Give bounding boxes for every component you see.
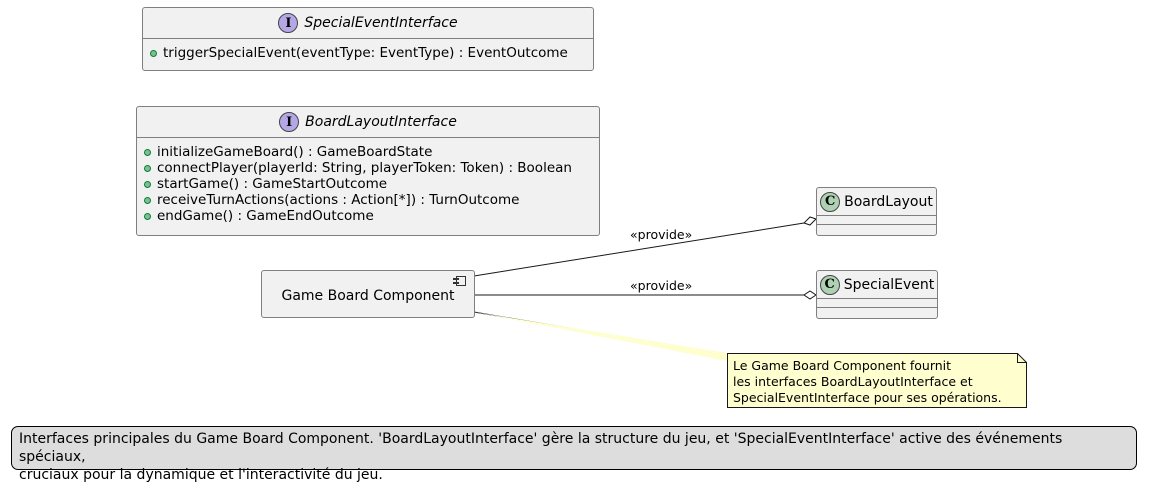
class-name: SpecialEvent <box>843 276 935 293</box>
method-text: receiveTurnActions(actions : Action[*]) … <box>157 192 520 208</box>
board-layout-class[interactable]: C BoardLayout <box>816 187 937 236</box>
caption-line: cruciaux pour la dynamique et l'interact… <box>19 467 383 483</box>
public-method-icon <box>150 49 157 57</box>
class-header: C BoardLayout <box>817 188 936 216</box>
public-method-icon <box>144 148 151 156</box>
method-row: connectPlayer(playerId: String, playerTo… <box>137 160 599 176</box>
note-shape <box>727 353 1027 408</box>
method-row: initializeGameBoard() : GameBoardState <box>137 144 599 160</box>
method-text: connectPlayer(playerId: String, playerTo… <box>157 160 572 176</box>
public-method-icon <box>144 164 151 172</box>
note-line: les interfaces BoardLayoutInterface et <box>733 374 973 389</box>
interface-icon: I <box>278 13 299 33</box>
component-icon <box>453 276 466 286</box>
method-row: startGame() : GameStartOutcome <box>137 176 599 192</box>
game-board-component[interactable]: Game Board Component <box>261 270 475 318</box>
interface-name: BoardLayoutInterface <box>305 114 457 130</box>
note-text: Le Game Board Component fournit les inte… <box>733 358 1002 406</box>
public-method-icon <box>144 196 151 204</box>
provide-edge-board-layout <box>473 222 805 277</box>
method-text: initializeGameBoard() : GameBoardState <box>157 144 433 160</box>
interface-header: I BoardLayoutInterface <box>137 107 599 138</box>
method-row: triggerSpecialEvent(eventType: EventType… <box>143 45 593 61</box>
note-line: Le Game Board Component fournit <box>733 358 952 373</box>
interface-name: SpecialEventInterface <box>304 15 458 31</box>
class-icon: C <box>819 274 840 295</box>
class-attributes <box>817 216 936 225</box>
public-method-icon <box>144 212 151 220</box>
diagram-caption: Interfaces principales du Game Board Com… <box>11 426 1137 483</box>
aggregation-diamond-special-event <box>803 290 817 300</box>
note-line: SpecialEventInterface pour ses opération… <box>733 390 1002 405</box>
class-header: C SpecialEvent <box>817 271 937 299</box>
class-attributes <box>817 299 937 308</box>
edge-label-board-layout: «provide» <box>630 227 693 242</box>
method-text: triggerSpecialEvent(eventType: EventType… <box>163 45 568 61</box>
special-event-interface[interactable]: I SpecialEventInterface triggerSpecialEv… <box>142 7 594 71</box>
edge-label-special-event: «provide» <box>630 278 693 293</box>
component-name: Game Board Component <box>281 288 455 304</box>
aggregation-diamond-board-layout <box>803 216 817 226</box>
method-text: endGame() : GameEndOutcome <box>157 208 374 224</box>
special-event-class[interactable]: C SpecialEvent <box>816 270 938 319</box>
method-row: receiveTurnActions(actions : Action[*]) … <box>137 192 599 208</box>
class-name: BoardLayout <box>844 193 933 210</box>
board-layout-interface[interactable]: I BoardLayoutInterface initializeGameBoa… <box>136 106 600 236</box>
public-method-icon <box>144 180 151 188</box>
method-text: startGame() : GameStartOutcome <box>157 176 388 192</box>
method-row: endGame() : GameEndOutcome <box>137 208 599 224</box>
interface-icon: I <box>279 112 300 132</box>
note[interactable]: Le Game Board Component fournit les inte… <box>727 353 1027 408</box>
class-icon: C <box>820 191 841 212</box>
note-connector-wedge <box>474 312 727 361</box>
caption-line: Interfaces principales du Game Board Com… <box>19 431 1063 465</box>
interface-header: I SpecialEventInterface <box>143 8 593 39</box>
